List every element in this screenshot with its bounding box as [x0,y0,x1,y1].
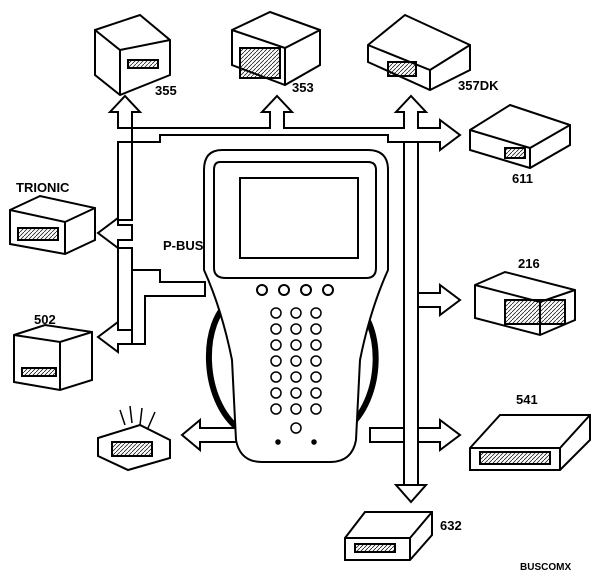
module-216-label: 216 [518,256,540,271]
bus-left-lower [117,247,133,335]
module-216-icon [474,270,576,337]
bus-to-632 [393,484,429,504]
module-357dk-label: 357DK [458,78,499,93]
handheld-scan-tool-icon [203,149,389,463]
figure-code: BUSCOMX [520,562,571,573]
module-541-label: 541 [516,392,538,407]
bus-to-541 [417,418,462,452]
module-355-label: 355 [155,83,177,98]
bus-to-216 [417,283,462,317]
module-355-icon [94,13,171,97]
p-bus-label: P-BUS [163,238,204,253]
module-trionic-icon [9,194,96,256]
module-632-icon [344,511,433,561]
module-611-icon [469,103,571,170]
module-353-icon [231,10,321,87]
module-611-label: 611 [512,171,533,186]
tool-screen [239,177,359,259]
tool-softkey-2 [278,284,290,296]
tool-softkey-3 [300,284,312,296]
module-541-icon [469,414,591,471]
module-502-label: 502 [34,312,56,327]
bus-p-bus-link [131,269,206,345]
bus-left-trunk [107,94,462,152]
module-357dk-icon [367,13,471,92]
bus-left-vertical [117,141,133,221]
module-502-icon [13,323,93,392]
bus-tool-right [369,427,405,443]
bus-right-vertical [403,141,419,486]
tool-keypad [270,307,322,445]
tool-softkey-1 [256,284,268,296]
module-353-label: 353 [292,80,314,95]
module-632-label: 632 [440,518,462,533]
obd-connector-icon [97,405,171,472]
module-trionic-label: TRIONIC [16,180,70,195]
bus-to-trionic [96,216,133,250]
bus-to-502 [96,320,133,354]
tool-softkey-4 [322,284,334,296]
bus-arrows [96,94,462,504]
